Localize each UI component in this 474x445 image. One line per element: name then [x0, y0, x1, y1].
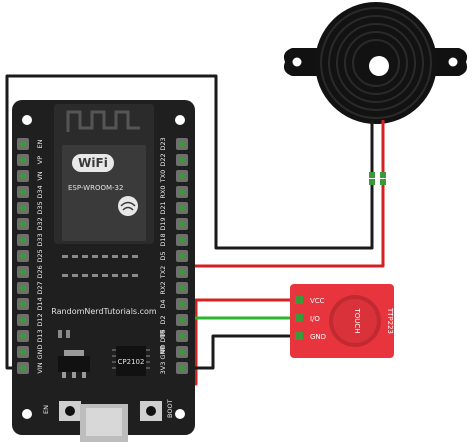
right-pin-hole — [179, 301, 185, 307]
left-pin-label: D13 — [36, 329, 44, 342]
right-pin-hole — [179, 237, 185, 243]
right-pin-label: D23 — [159, 137, 167, 150]
touch-sensor-module: VCC I/O GND TOUCH TTP223 — [290, 284, 394, 358]
sensor-pin-vcc: VCC — [310, 297, 325, 305]
left-pin-label: D35 — [36, 201, 44, 214]
left-pin-hole — [20, 285, 26, 291]
boot-button-label: BOOT — [166, 399, 174, 418]
left-pin-label: D12 — [36, 313, 44, 326]
left-pin-label: D25 — [36, 249, 44, 262]
right-pin-label: D4 — [159, 299, 167, 308]
left-pin-label: VP — [36, 156, 44, 164]
left-pin-hole — [20, 157, 26, 163]
left-pin-label: EN — [36, 139, 44, 148]
left-pin-hole — [20, 221, 26, 227]
left-pin-hole — [20, 237, 26, 243]
left-pin-label: D33 — [36, 233, 44, 246]
left-pin-hole — [20, 205, 26, 211]
right-pin-label: TX0 — [159, 170, 167, 184]
right-pin-hole — [179, 333, 185, 339]
left-pin-label: D32 — [36, 217, 44, 230]
left-pin-label: D26 — [36, 265, 44, 278]
left-pin-label: D34 — [36, 185, 44, 198]
left-pin-label: VN — [36, 171, 44, 180]
module-label: ESP-WROOM-32 — [68, 184, 123, 192]
sensor-chip-label: TTP223 — [386, 307, 394, 334]
right-pin-label: RX0 — [159, 185, 167, 198]
left-pin-hole — [20, 349, 26, 355]
usb-chip-label: CP2102 — [118, 358, 145, 366]
right-pin-hole — [179, 269, 185, 275]
left-pin-hole — [20, 269, 26, 275]
left-pin-label: GND — [36, 345, 44, 360]
touch-pad-label: TOUCH — [353, 307, 361, 333]
right-pin-hole — [179, 205, 185, 211]
right-pin-label: D21 — [159, 201, 167, 214]
left-pin-label: D27 — [36, 281, 44, 294]
right-pin-label: D18 — [159, 233, 167, 246]
right-pin-hole — [179, 173, 185, 179]
right-pin-hole — [179, 221, 185, 227]
right-pin-hole — [179, 141, 185, 147]
right-pin-label: 3V3 — [159, 362, 167, 375]
right-pin-label: D15 — [159, 329, 167, 342]
left-pin-label: D14 — [36, 297, 44, 310]
boot-button[interactable] — [140, 401, 162, 421]
left-pin-hole — [20, 141, 26, 147]
right-pin-hole — [179, 285, 185, 291]
right-pin-label: RX2 — [159, 281, 167, 294]
left-pin-hole — [20, 301, 26, 307]
wifi-logo-icon: WiFi — [72, 154, 114, 172]
right-pin-label: D5 — [159, 251, 167, 260]
right-pin-hole — [179, 189, 185, 195]
right-pin-hole — [179, 253, 185, 259]
buzzer-icon — [283, 2, 468, 185]
right-pin-label: D2 — [159, 315, 167, 324]
wifi-logo-text: WiFi — [78, 156, 108, 170]
left-pin-label: VIN — [36, 362, 44, 373]
right-pin-hole — [179, 349, 185, 355]
right-pin-label: GND — [159, 345, 167, 360]
en-button[interactable] — [59, 401, 81, 421]
right-pin-label: TX2 — [159, 266, 167, 280]
sensor-pin-io: I/O — [310, 315, 320, 323]
left-pin-hole — [20, 333, 26, 339]
left-pin-hole — [20, 365, 26, 371]
left-pin-hole — [20, 317, 26, 323]
left-pin-hole — [20, 173, 26, 179]
right-pin-hole — [179, 157, 185, 163]
right-pin-label: D19 — [159, 217, 167, 230]
left-pin-hole — [20, 253, 26, 259]
site-label: RandomNerdTutorials.com — [51, 307, 157, 316]
right-pin-label: D22 — [159, 153, 167, 166]
left-pin-hole — [20, 189, 26, 195]
esp32-board: WiFi ESP-WROOM-32 RandomNerdTutorials.co… — [12, 100, 195, 442]
right-pin-hole — [179, 317, 185, 323]
en-button-label: EN — [42, 405, 50, 414]
right-pin-hole — [179, 365, 185, 371]
sensor-pin-gnd: GND — [310, 333, 326, 341]
